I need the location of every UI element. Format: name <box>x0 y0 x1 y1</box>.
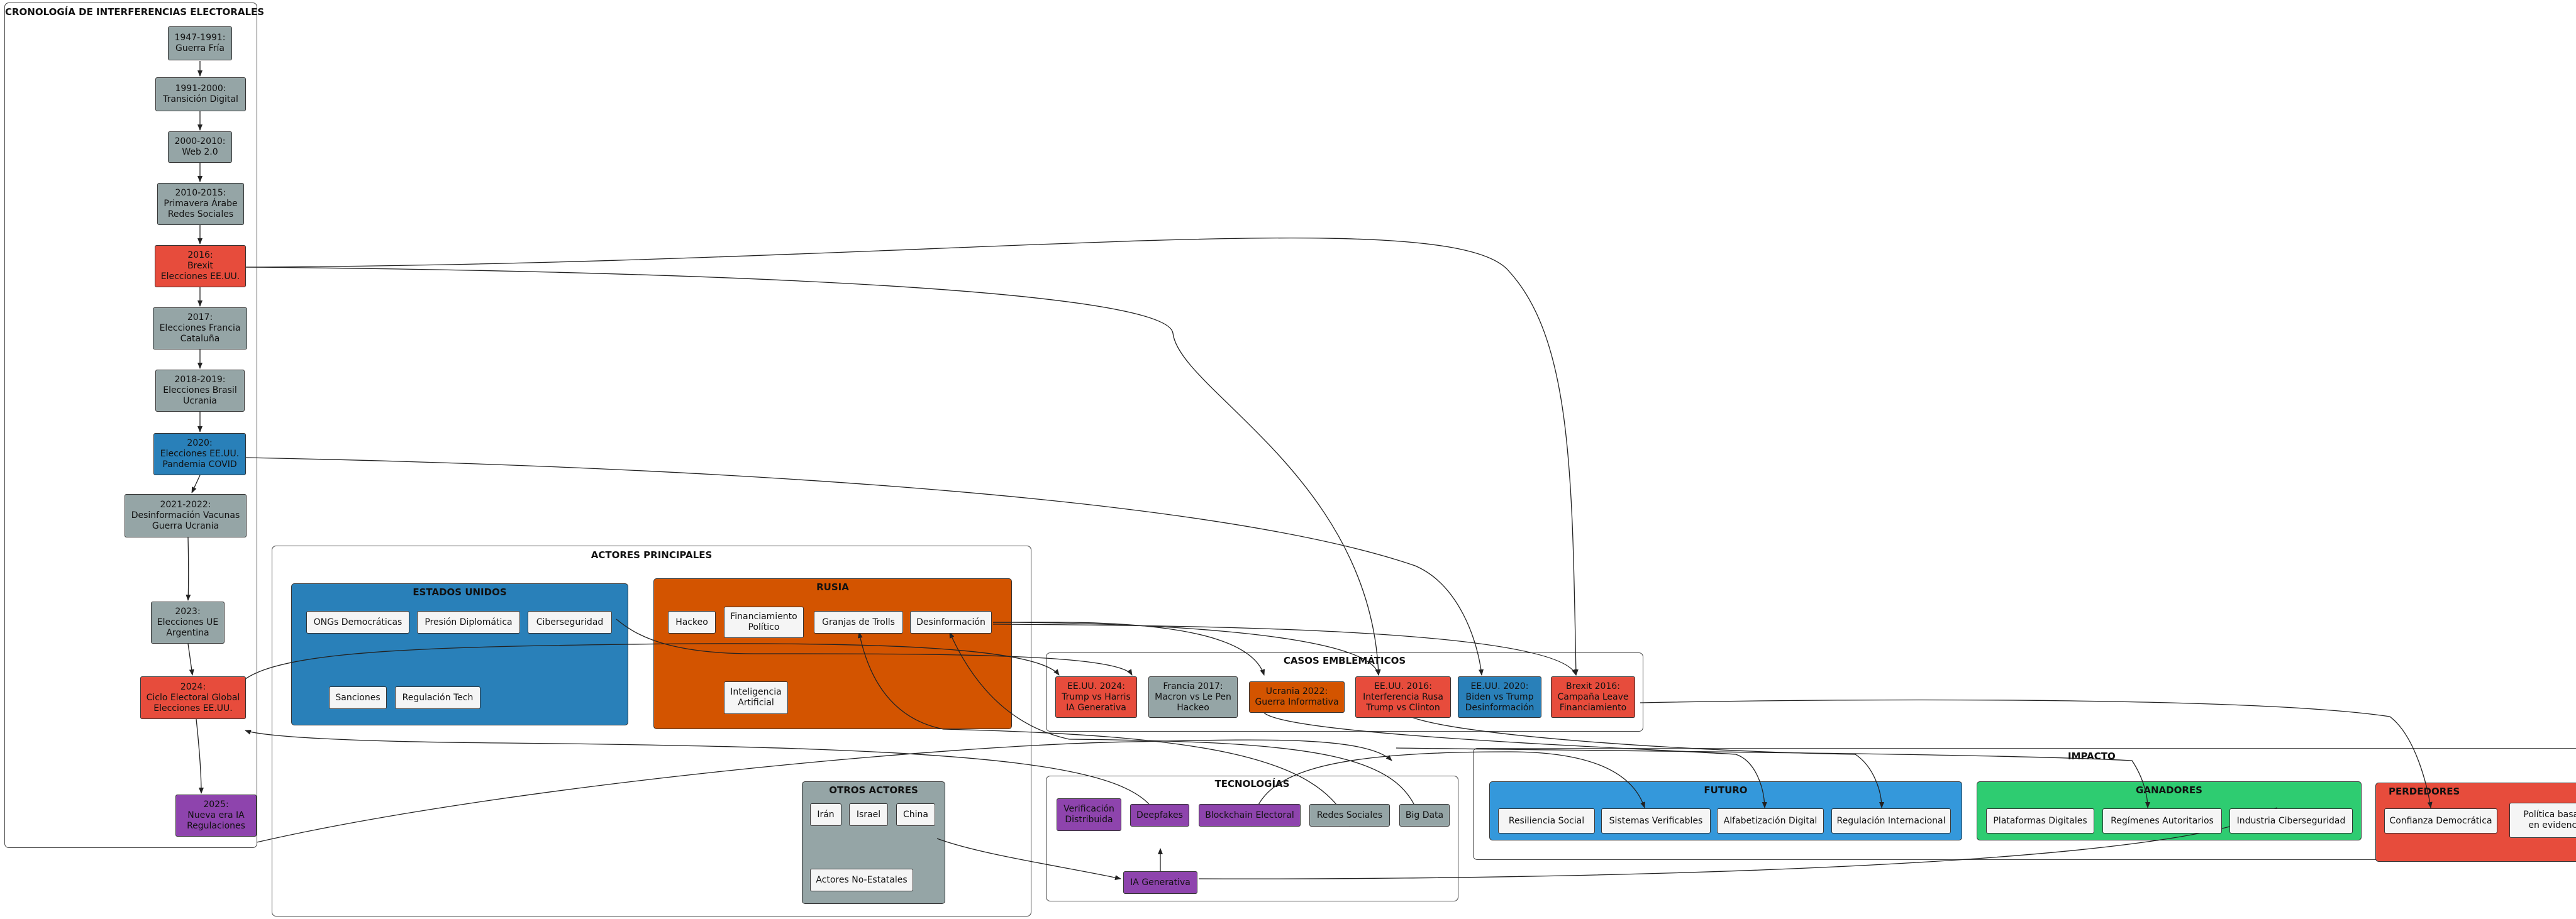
edge <box>245 457 1484 676</box>
caso-eeuu-2020: EE.UU. 2020: Biden vs Trump Desinformaci… <box>1458 676 1541 718</box>
cluster-title: CRONOLOGÍA DE INTERFERENCIAS ELECTORALES <box>5 6 265 18</box>
timeline-1991-transicion-digital: 1991-2000: Transición Digital <box>155 77 246 111</box>
timeline-2023-ue: 2023: Elecciones UE Argentina <box>151 602 225 644</box>
tec-big-data: Big Data <box>1399 804 1450 827</box>
cluster-tecnologias: TECNOLOGÍAS <box>1046 776 1458 901</box>
edge <box>992 624 1577 676</box>
caso-ucrania-2022: Ucrania 2022: Guerra Informativa <box>1249 681 1345 713</box>
cluster-title: TECNOLOGÍAS <box>1214 778 1290 790</box>
eeuu-sanciones: Sanciones <box>329 686 387 709</box>
ganador-regimenes-autoritarios: Regímenes Autoritarios <box>2102 808 2222 834</box>
cluster-title: OTROS ACTORES <box>829 784 918 796</box>
timeline-2018-brasil: 2018-2019: Elecciones Brasil Ucrania <box>155 370 245 412</box>
edge <box>245 730 1161 827</box>
cluster-title: ESTADOS UNIDOS <box>413 586 507 598</box>
eeuu-presion-diplomatica: Presión Diplomática <box>417 611 520 634</box>
futuro-regulacion-internacional: Regulación Internacional <box>1831 808 1951 834</box>
rusia-desinformacion: Desinformación <box>910 611 992 634</box>
eeuu-ciberseguridad: Ciberseguridad <box>528 611 612 634</box>
futuro-resiliencia-social: Resiliencia Social <box>1498 808 1595 834</box>
cluster-title: GANADORES <box>2136 784 2202 796</box>
cluster-title: FUTURO <box>1704 784 1748 796</box>
caso-eeuu-2024: EE.UU. 2024: Trump vs Harris IA Generati… <box>1055 676 1137 718</box>
edge <box>245 237 1579 676</box>
edge <box>949 632 1422 827</box>
edge <box>1640 699 2433 808</box>
eeuu-ongs-democraticas: ONGs Democráticas <box>306 611 409 634</box>
edge <box>196 718 204 794</box>
caso-francia-2017: Francia 2017: Macron vs Le Pen Hackeo <box>1148 676 1238 718</box>
edge <box>1251 751 1645 827</box>
timeline-2021-vacunas: 2021-2022: Desinformación Vacunas Guerra… <box>125 494 247 537</box>
rusia-hackeo: Hackeo <box>668 611 716 634</box>
timeline-2025-nueva-era-ia: 2025: Nueva era IA Regulaciones <box>175 795 257 837</box>
edge <box>1402 712 1884 808</box>
edge <box>857 632 1350 827</box>
edge <box>187 643 194 676</box>
otros-china: China <box>896 803 935 826</box>
tec-blockchain-electoral: Blockchain Electoral <box>1199 804 1301 827</box>
edge <box>256 739 1392 843</box>
edge <box>191 475 201 493</box>
otros-iran: Irán <box>810 803 841 826</box>
cluster-title: CASOS EMBLEMÁTICOS <box>1283 655 1406 666</box>
edge <box>992 622 1265 676</box>
timeline-2010-primavera-arabe: 2010-2015: Primavera Árabe Redes Sociale… <box>157 183 244 225</box>
tec-verificacion-distribuida: Verificación Distribuida <box>1057 798 1121 831</box>
cluster-actores: ACTORES PRINCIPALES <box>272 546 1031 916</box>
timeline-1947-guerra-fria: 1947-1991: Guerra Fría <box>168 26 232 60</box>
otros-actores-no-estatales: Actores No-Estatales <box>810 869 913 891</box>
edge <box>233 643 1060 692</box>
tec-deepfakes: Deepfakes <box>1130 804 1189 827</box>
rusia-granjas-de-trolls: Granjas de Trolls <box>814 611 903 634</box>
timeline-2016-brexit: 2016: Brexit Elecciones EE.UU. <box>155 245 246 287</box>
tec-ia-generativa: IA Generativa <box>1123 871 1197 894</box>
timeline-2000-web20: 2000-2010: Web 2.0 <box>168 131 232 163</box>
cluster-title: ACTORES PRINCIPALES <box>591 549 713 561</box>
rusia-inteligencia-artificial: Inteligencia Artificial <box>724 681 788 714</box>
edge <box>245 267 1381 676</box>
ganador-plataformas-digitales: Plataformas Digitales <box>1986 808 2094 834</box>
perdedor-confianza-democratica: Confianza Democrática <box>2384 808 2497 834</box>
edge <box>186 537 191 601</box>
perdedor-politica-evidencia: Política basada en evidencia <box>2509 803 2576 838</box>
edge <box>936 838 1121 880</box>
futuro-alfabetizacion-digital: Alfabetización Digital <box>1717 808 1824 834</box>
edge <box>616 619 1133 676</box>
cluster-title: PERDEDORES <box>2389 786 2460 797</box>
futuro-sistemas-verificables: Sistemas Verificables <box>1601 808 1711 834</box>
cluster-casos: CASOS EMBLEMÁTICOS <box>1046 652 1643 732</box>
caso-eeuu-2016: EE.UU. 2016: Interferencia Rusa Trump vs… <box>1355 676 1451 718</box>
cluster-cronologia: CRONOLOGÍA DE INTERFERENCIAS ELECTORALES <box>4 3 265 848</box>
edge <box>1263 712 1767 808</box>
cluster-title: RUSIA <box>816 581 849 593</box>
timeline-2024-ciclo-global: 2024: Ciclo Electoral Global Elecciones … <box>140 676 246 719</box>
ganador-industria-ciberseguridad: Industria Ciberseguridad <box>2229 808 2353 834</box>
caso-brexit-2016: Brexit 2016: Campaña Leave Financiamient… <box>1551 676 1635 718</box>
otros-israel: Israel <box>849 803 888 826</box>
timeline-2020-eeuu: 2020: Elecciones EE.UU. Pandemia COVID <box>153 433 246 475</box>
timeline-2017-francia: 2017: Elecciones Francia Cataluña <box>153 307 247 349</box>
tec-redes-sociales: Redes Sociales <box>1309 804 1390 827</box>
rusia-financiamiento-politico: Financiamiento Político <box>724 607 804 638</box>
edge <box>992 622 1380 676</box>
edge <box>1396 747 2150 808</box>
eeuu-regulacion-tech: Regulación Tech <box>395 686 480 709</box>
